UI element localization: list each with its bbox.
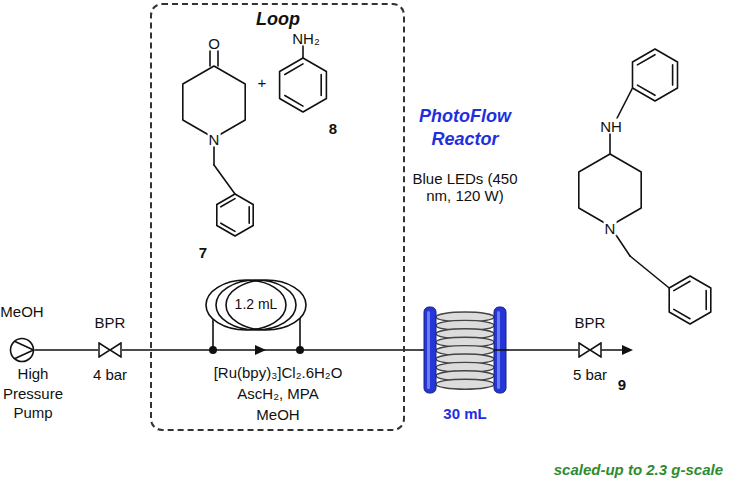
pump-label: High Pressure Pump [0,364,66,423]
solvent-label: MeOH [0,303,43,320]
bond [630,256,669,288]
pump: MeOHHigh Pressure Pump [9,337,35,363]
flow-line [300,332,420,350]
compound-number: 9 [618,377,626,392]
bpr-valve-symbol [98,342,122,358]
outlet-arrowhead [622,345,633,355]
pressure-label: 5 bar [573,366,607,383]
atom-label: NH [599,119,623,134]
double-bond [674,309,690,318]
double-bond [637,55,655,65]
flow-line [510,349,578,351]
reactor-volume: 30 mL [443,405,486,422]
ring-bond [579,154,641,226]
reagent-text: AscH₂, MPA [237,385,318,402]
pressure-label: 4 bar [93,366,127,383]
scale-note: scaled-up to 2.3 g-scale [554,461,723,479]
photoflow-reactor-symbol [420,305,510,395]
solvent-text: MeOH [256,406,299,423]
bpr-label: BPR [575,314,606,331]
double-bond [248,207,250,223]
double-bond [705,291,707,310]
double-bond [221,199,235,207]
flow-line [35,349,98,351]
compound-number: 7 [199,245,207,260]
bond [214,165,235,194]
photoflow-reactor: PhotoFlow ReactorBlue LEDs (450 nm, 120 … [410,100,520,430]
ring-bond [217,194,253,236]
double-bond [637,85,655,95]
double-bond [285,64,303,75]
double-bond [285,96,303,107]
bond [209,50,211,66]
pump-symbol [9,337,35,363]
flow-arrowhead [255,345,266,355]
loop-heading: Loop [256,9,300,30]
atom-label: N [208,132,221,147]
flow-line [122,332,213,350]
ring-bond [280,58,327,112]
loop-box: Loop [Ru(bpy)₃]Cl₂.6H₂O AscH₂, MPA MeOH 1.2 … [150,3,405,431]
double-bond [674,281,690,290]
plus-sign: + [257,75,268,90]
light-source-text: Blue LEDs (450 nm, 120 W) [406,170,524,205]
bond [302,44,304,58]
reactor-title: PhotoFlow Reactor [408,105,523,150]
outlet-line [602,349,624,351]
bond [217,50,219,66]
ring-bond [669,276,711,324]
double-bond [221,223,235,231]
bpr-valve: BPR5 bar [578,342,602,358]
ring-bond [633,49,678,101]
bpr-valve: BPR4 bar [98,342,122,358]
atom-label: N [604,221,617,236]
atom-label: O [207,36,221,51]
compound-number: 8 [329,121,337,136]
double-bond [320,75,322,96]
bpr-label: BPR [95,314,126,331]
atom-label: NH₂ [291,31,321,46]
bpr-valve-symbol [578,342,602,358]
sample-loop-coil: 1.2 mL [203,276,309,332]
reagent-text: [Ru(bpy)₃]Cl₂.6H₂O [214,364,343,381]
ring-bond [183,66,245,138]
double-bond [672,65,674,85]
volume-label: 1.2 mL [234,296,279,312]
